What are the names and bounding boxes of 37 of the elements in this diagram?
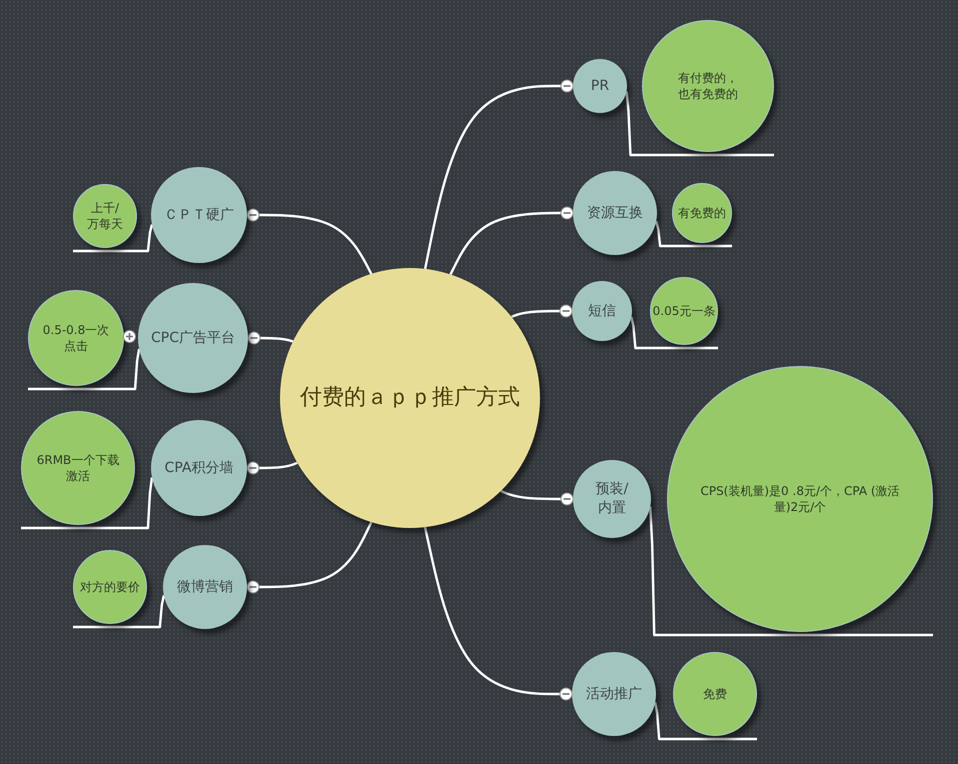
note-label: 6RMB一个下载激活	[36, 452, 120, 484]
note-label: CPS(装机量)是0 .8元/个，CPA (激活量)2元/个	[699, 482, 901, 516]
branch-connector	[246, 522, 372, 594]
topic-label: ＣＰＴ硬广	[164, 206, 234, 224]
underline-connector	[655, 221, 732, 248]
topic-label: 资源互换	[587, 204, 643, 222]
branch-connector	[247, 331, 294, 345]
underline-connector	[649, 506, 933, 636]
underline-connector	[73, 224, 154, 252]
note-label: 0.05元一条	[652, 302, 716, 320]
branch-connector	[246, 461, 298, 475]
underline-connector	[73, 595, 165, 628]
branch-connector	[511, 304, 573, 318]
underline-connector	[654, 702, 757, 740]
branch-connector	[449, 206, 574, 275]
branch-connector	[424, 79, 574, 270]
underline-connector	[21, 477, 154, 530]
branch-connector	[424, 526, 573, 701]
topic-label: 短信	[588, 302, 616, 320]
branch-connector	[500, 490, 574, 506]
underline-connector	[625, 91, 774, 156]
note-label: 免费	[703, 686, 727, 702]
underline-connector	[28, 348, 140, 390]
topic-label: 微博营销	[177, 578, 233, 596]
note-label: 有付费的，也有免费的	[677, 70, 739, 102]
topic-label: 预装/内置	[594, 480, 630, 518]
note-label: 有免费的	[678, 204, 726, 222]
branch-connector	[246, 208, 372, 274]
central-topic-label: 付费的ａｐｐ推广方式	[300, 384, 520, 412]
note-label: 0.5-0.8一次点击	[42, 322, 110, 354]
note-label: 上千/万每天	[86, 200, 124, 232]
topic-label: CPA积分墙	[164, 458, 234, 478]
underline-connector	[630, 316, 718, 350]
note-label: 对方的要价	[80, 578, 140, 596]
topic-label: PR	[590, 76, 610, 96]
topic-label: CPC广告平台	[151, 328, 235, 348]
topic-label: 活动推广	[586, 684, 642, 704]
